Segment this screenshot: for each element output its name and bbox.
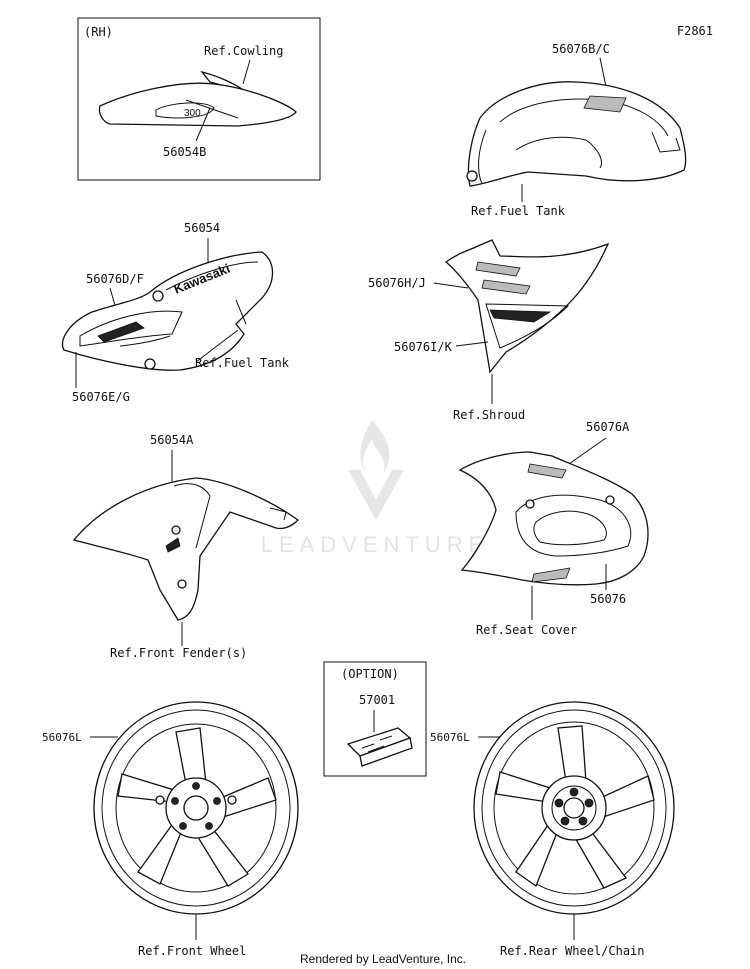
fender-part (72, 477, 300, 621)
watermark-text: LEADVENTURE (261, 532, 490, 557)
shroud-part (444, 239, 610, 374)
front-wheel-spokes (117, 727, 277, 887)
rear-wheel-part-label[interactable]: 56076L (430, 731, 470, 744)
rear-wheel-ref-label[interactable]: Ref.Rear Wheel/Chain (500, 944, 645, 958)
option-box-frame (323, 661, 427, 777)
option-part-label[interactable]: 57001 (359, 693, 395, 707)
seat-cover-ref-label[interactable]: Ref.Seat Cover (476, 623, 577, 637)
front-wheel-part (93, 701, 299, 915)
option-title-label: (OPTION) (341, 667, 399, 681)
rh-cowling-group: (RH) Ref.Cowling 300 56054B (77, 17, 321, 181)
tank-cover-group: 56054 56076D/F Kawasaki Ref.Fuel Tank 56… (61, 221, 290, 404)
shroud-lower-leader (455, 341, 489, 347)
seat-cover-group: 56076A 56076 Ref.Seat Cover (458, 420, 649, 637)
rh-part-leader (195, 107, 211, 142)
tank-cover-top-label[interactable]: 56054 (184, 221, 220, 235)
front-wheel-ref-label[interactable]: Ref.Front Wheel (138, 944, 246, 958)
rear-wheel-group: 56076L Ref.Rear Wheel/Chain (430, 701, 675, 958)
tank-cover-left-upper-label[interactable]: 56076D/F (86, 272, 144, 286)
rh-cowling-part: 300 (98, 70, 297, 127)
seat-cover-upper-leader (565, 437, 607, 467)
fuel-tank-part-label[interactable]: 56076B/C (552, 42, 610, 56)
seat-cover-lower-label[interactable]: 56076 (590, 592, 626, 606)
rear-wheel-spokes (495, 725, 655, 889)
shroud-group: 56076H/J 56076I/K Ref.Shroud (368, 239, 610, 422)
rh-box-frame (77, 17, 321, 181)
rh-side-label: (RH) (84, 25, 113, 39)
shroud-upper-label[interactable]: 56076H/J (368, 276, 426, 290)
rh-badge-graphic: 300 (184, 108, 201, 119)
option-kit-part (346, 727, 413, 767)
rh-ref-label[interactable]: Ref.Cowling (204, 44, 283, 58)
fuel-tank-group: 56076B/C Ref.Fuel Tank (466, 42, 687, 218)
rear-wheel-part (473, 701, 675, 915)
fender-group: 56054A Ref.Front Fender(s) (72, 433, 300, 660)
option-group: (OPTION) 57001 (323, 661, 427, 777)
shroud-ref-label[interactable]: Ref.Shroud (453, 408, 525, 422)
fender-ref-label[interactable]: Ref.Front Fender(s) (110, 646, 247, 660)
fuel-tank-ref-label[interactable]: Ref.Fuel Tank (471, 204, 566, 218)
tank-cover-part: Kawasaki (61, 251, 274, 371)
rh-part-label[interactable]: 56054B (163, 145, 206, 159)
shroud-lower-label[interactable]: 56076I/K (394, 340, 453, 354)
tank-cover-ref-leader (195, 329, 239, 363)
leadventure-logo-icon (348, 420, 404, 520)
figure-code: F2861 (677, 24, 713, 38)
shroud-upper-leader (433, 282, 469, 289)
seat-cover-part (458, 451, 649, 586)
watermark: LEADVENTURE (261, 420, 490, 557)
fender-part-label[interactable]: 56054A (150, 433, 194, 447)
footer-credit: Rendered by LeadVenture, Inc. (300, 952, 466, 966)
front-wheel-group: 56076L Ref.Front Wheel (42, 701, 299, 958)
front-wheel-part-label[interactable]: 56076L (42, 731, 82, 744)
tank-cover-left-lower-label[interactable]: 56076E/G (72, 390, 130, 404)
fuel-tank-part (466, 81, 687, 187)
rh-ref-leader (242, 59, 251, 85)
seat-cover-upper-label[interactable]: 56076A (586, 420, 630, 434)
tank-cover-ref-label[interactable]: Ref.Fuel Tank (195, 356, 290, 370)
